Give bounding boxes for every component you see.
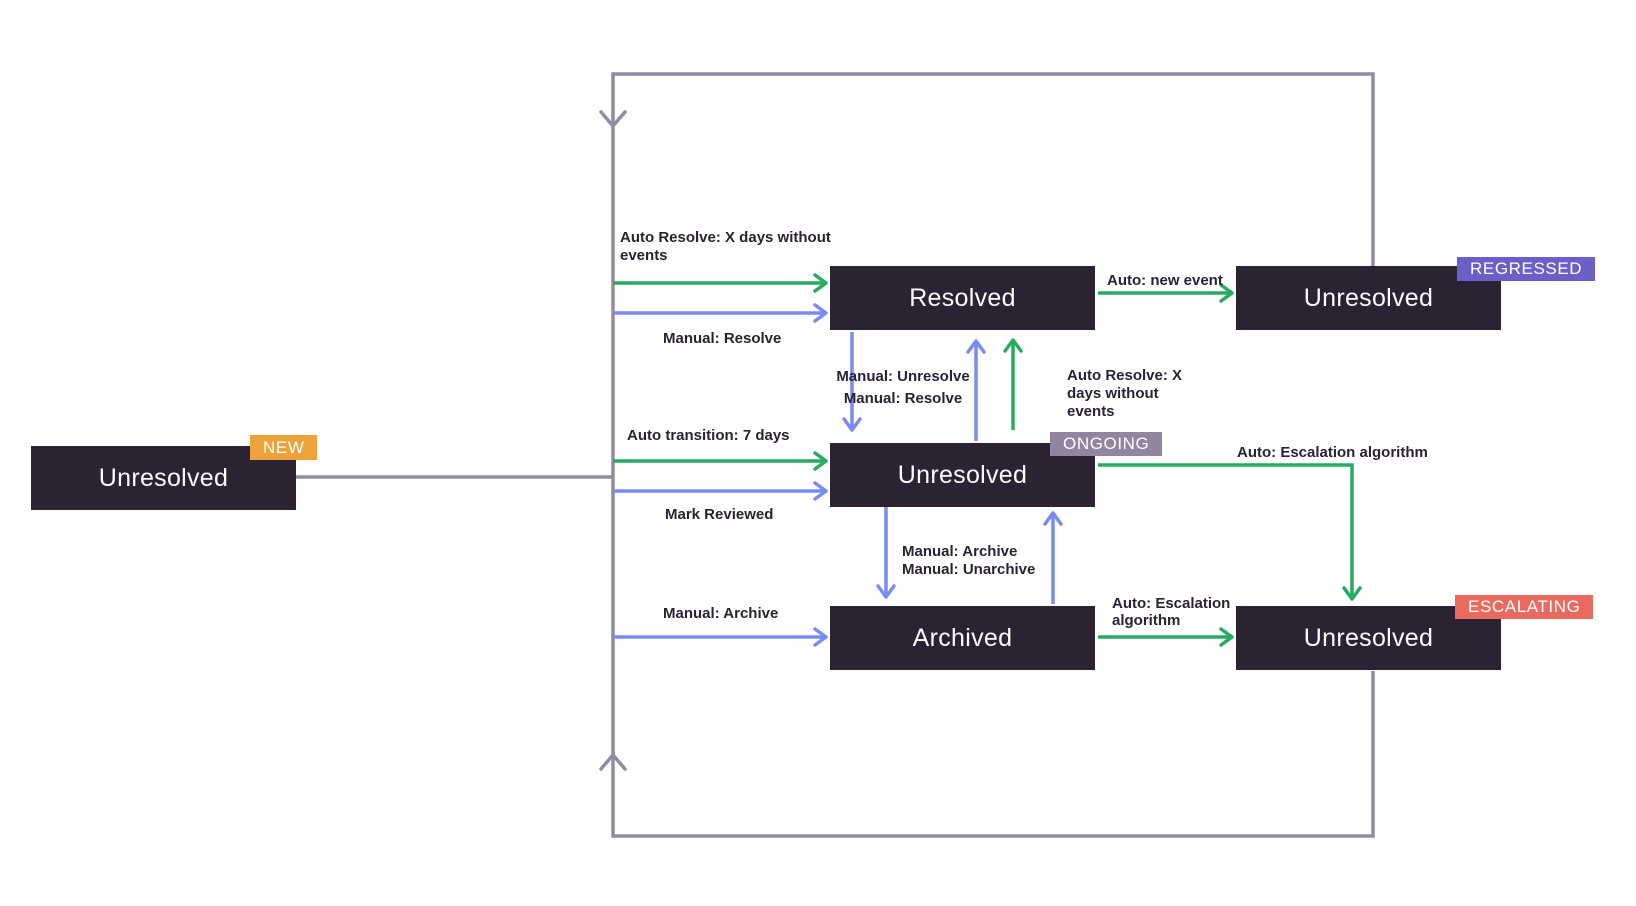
edge-label-resolve-unresolve: Manual: Unresolve Manual: Resolve <box>836 368 970 407</box>
status-badge-escalating: ESCALATING <box>1455 595 1594 619</box>
state-label: Unresolved <box>1303 283 1434 312</box>
state-box-regressed: Unresolved <box>1236 266 1501 330</box>
loop-rail <box>611 72 1375 838</box>
edge-label-auto-escalation-archived: Auto: Escalation algorithm <box>1112 595 1231 629</box>
edge-label-auto-escalation-ongoing: Auto: Escalation algorithm <box>1237 444 1428 461</box>
edge-label-auto-resolve-left: Auto Resolve: X days without events <box>620 229 831 264</box>
state-label: Unresolved <box>897 460 1028 489</box>
edge-label-manual-archive-left: Manual: Archive <box>663 605 779 622</box>
loop-chevron-down-icon <box>599 110 627 128</box>
status-badge-new: NEW <box>250 435 318 460</box>
state-label: Archived <box>912 623 1013 652</box>
edge-label-auto-transition: Auto transition: 7 days <box>627 427 790 444</box>
status-badge-regressed: REGRESSED <box>1457 257 1596 281</box>
loop-chevron-up-icon <box>599 753 627 771</box>
edge-label-auto-new-event: Auto: new event <box>1107 272 1223 289</box>
state-label: Unresolved <box>98 463 229 492</box>
arrow-auto-escalation-from-ongoing <box>1098 463 1362 601</box>
state-box-resolved: Resolved <box>830 266 1095 330</box>
edge-label-archive-unarchive: Manual: Archive Manual: Unarchive <box>902 543 1036 578</box>
state-box-new: Unresolved <box>31 446 296 510</box>
edge-label-manual-resolve-left: Manual: Resolve <box>663 330 782 347</box>
edge-label-auto-resolve-up: Auto Resolve: X days without events <box>1067 367 1183 420</box>
edge-label-mark-reviewed: Mark Reviewed <box>665 506 774 523</box>
state-label: Unresolved <box>1303 623 1434 652</box>
status-badge-ongoing: ONGOING <box>1050 432 1163 456</box>
state-label: Resolved <box>909 283 1016 312</box>
state-box-archived: Archived <box>830 606 1095 670</box>
